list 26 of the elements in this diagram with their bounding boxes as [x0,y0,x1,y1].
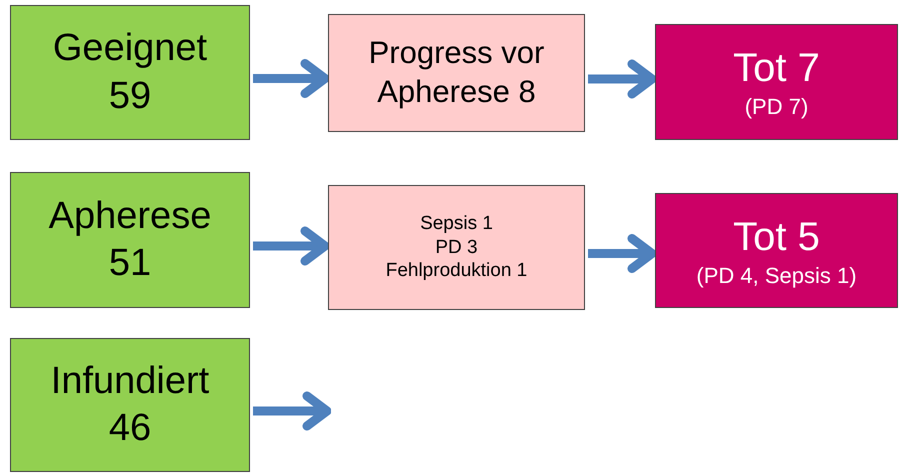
box-text: Apherese [48,194,212,238]
box-text: 51 [108,241,152,286]
stage-box [10,5,250,140]
arrow [253,59,330,98]
outcome-box [655,193,898,308]
stage-box [10,338,250,472]
stage-box [10,172,250,308]
process-box [328,14,585,132]
box-text: Fehlproduktion 1 [386,259,528,284]
box-text: Tot 5 [733,214,820,261]
box-text: 46 [108,406,152,451]
box-text: Geeignet [52,26,208,71]
outcome-box [655,24,898,140]
box-text: Tot 7 [733,45,820,92]
box-text: (PD 4, Sepsis 1) [696,262,857,290]
arrow [253,226,330,266]
box-text: PD 3 [435,236,478,260]
box-text: Infundiert [50,358,210,404]
box-text: Progress vor Apherese 8 [368,34,546,111]
box-text: 59 [108,74,152,118]
arrow [253,392,332,430]
box-text: (PD 7) [744,93,808,121]
arrow [588,234,656,273]
box-text: Sepsis 1 [420,212,493,236]
arrow [588,60,656,98]
process-box [328,185,585,310]
